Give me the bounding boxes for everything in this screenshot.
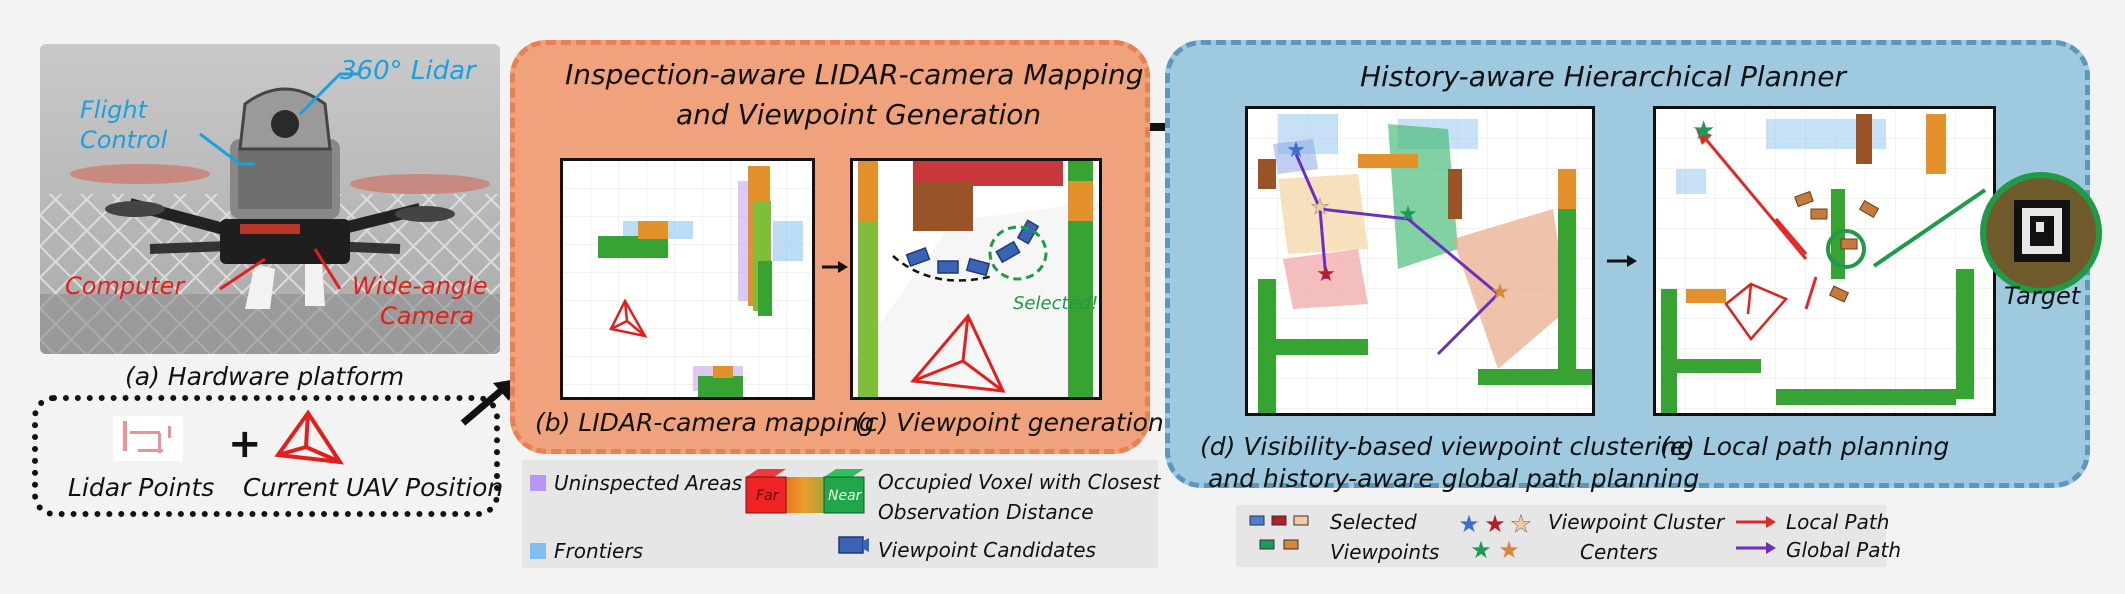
arrow-b-to-c — [822, 261, 848, 273]
cluster-centers-label-1: Viewpoint Cluster — [1548, 510, 1725, 534]
arrow-d-to-e — [1607, 255, 1637, 267]
svg-text:★: ★ — [1498, 536, 1520, 562]
global-planning-view: ★ ★ ★ ★ ★ — [1245, 106, 1595, 416]
caption-d-2: and history-aware global path planning — [1208, 464, 1700, 493]
local-path-label: Local Path — [1786, 510, 1890, 534]
camera-callout-1: Wide-angle — [352, 272, 488, 300]
target-zoom — [1980, 172, 2102, 294]
svg-text:★: ★ — [1470, 536, 1492, 562]
svg-text:★: ★ — [1398, 202, 1418, 227]
camera-callout-2: Camera — [380, 302, 475, 330]
local-planning-view: ★ — [1653, 106, 1996, 416]
frontiers-label: Frontiers — [554, 539, 643, 563]
viewpoint-candidate-icon — [838, 536, 869, 554]
uninspected-swatch — [530, 475, 546, 491]
viewpoint-candidates-label: Viewpoint Candidates — [878, 538, 1096, 562]
occupied-label-1: Occupied Voxel with Closest — [878, 470, 1161, 494]
planner-title: History-aware Hierarchical Planner — [1360, 60, 1847, 93]
caption-c: (c) Viewpoint generation — [855, 408, 1164, 437]
legend-planner — [1236, 505, 1886, 567]
viewpoint-view: Selected! — [850, 158, 1102, 400]
cluster-center-stars: ★★★★★ — [1458, 510, 1532, 562]
svg-text:★: ★ — [1310, 195, 1330, 220]
selected-viewpoints-label-2: Viewpoints — [1330, 540, 1440, 564]
uav-position-icon — [274, 409, 344, 465]
mapping-view — [560, 158, 815, 400]
target-connector — [1872, 188, 1987, 268]
distance-colorbar — [745, 469, 865, 514]
mapping-title-2: and Viewpoint Generation — [676, 98, 1042, 131]
svg-text:★: ★ — [1286, 138, 1306, 163]
target-label: Target — [2004, 282, 2081, 310]
svg-text:★: ★ — [1692, 116, 1715, 146]
plus-sign: + — [228, 421, 262, 467]
lidar-points-icon — [113, 416, 183, 461]
frontiers-swatch — [530, 543, 546, 559]
caption-b: (b) LIDAR-camera mapping — [535, 408, 875, 437]
svg-text:★: ★ — [1510, 510, 1532, 538]
drone-illustration — [40, 44, 500, 354]
inputs-box: + Lidar Points Current UAV Position — [32, 395, 504, 517]
far-label: Far — [756, 488, 779, 504]
path-legend-arrows — [1736, 516, 1776, 554]
hardware-caption: (a) Hardware platform — [125, 362, 405, 391]
mapping-title-1: Inspection-aware LIDAR-camera Mapping — [565, 58, 1144, 91]
lidar-points-label: Lidar Points — [68, 473, 215, 502]
global-path-label: Global Path — [1786, 538, 1901, 562]
uninspected-label: Uninspected Areas — [554, 471, 743, 495]
caption-d-1: (d) Visibility-based viewpoint clusterin… — [1200, 432, 1694, 461]
selected-viewpoints-label-1: Selected — [1330, 510, 1417, 534]
svg-text:★: ★ — [1458, 510, 1480, 538]
svg-text:★: ★ — [1484, 510, 1506, 538]
lidar-callout: 360° Lidar — [340, 56, 476, 86]
cluster-centers-label-2: Centers — [1580, 540, 1658, 564]
occupied-label-2: Observation Distance — [878, 500, 1094, 524]
hardware-photo: 360° Lidar Flight Control Computer Wide-… — [40, 44, 500, 354]
svg-text:★: ★ — [1316, 262, 1336, 287]
svg-text:★: ★ — [1490, 280, 1510, 305]
flight-control-callout-2: Control — [80, 126, 168, 154]
uav-position-label: Current UAV Position — [243, 473, 504, 502]
computer-callout: Computer — [65, 272, 185, 300]
selected-viewpoint-icons — [1249, 515, 1309, 550]
apriltag-icon — [2014, 200, 2070, 262]
flight-control-callout-1: Flight — [80, 96, 147, 124]
caption-e: (e) Local path planning — [1660, 432, 1950, 461]
near-label: Near — [828, 488, 862, 504]
selected-tag: Selected! — [1013, 293, 1099, 314]
